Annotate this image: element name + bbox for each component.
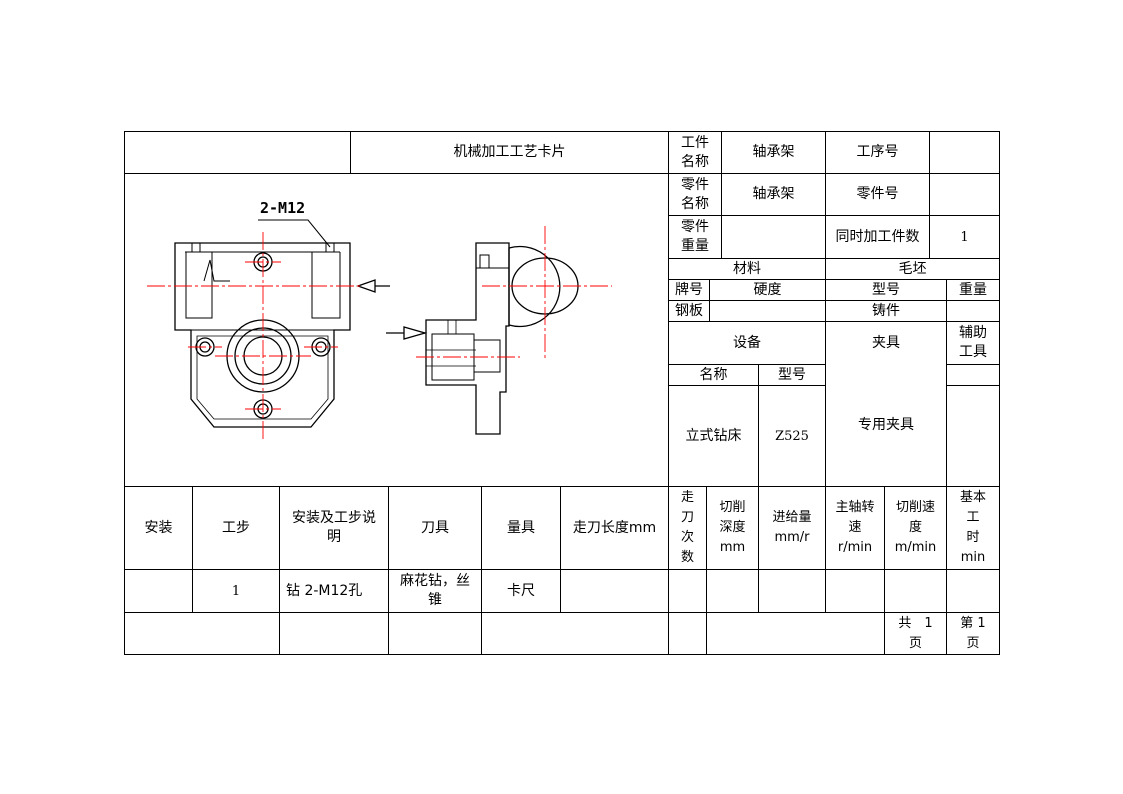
process-no-value [930, 132, 999, 173]
equipment-model-label: 型号 [778, 366, 806, 383]
col-header-spindle: 主轴转 速 r/min [835, 500, 875, 555]
equipment-model-value: Z525 [775, 428, 809, 444]
col-header-passes: 走 刀 次 数 [680, 490, 694, 565]
component-name-value: 轴承架 [752, 186, 795, 202]
component-weight-label: 零件 重量 [681, 219, 709, 254]
fixture-value: 专用夹具 [858, 417, 914, 433]
col-header-depth: 切削 深度 mm [719, 500, 746, 555]
row-cutter: 麻花钻，丝 锥 [400, 573, 470, 608]
blank-type-value: 铸件 [872, 302, 900, 319]
row-description: 钻 2-M12孔 [286, 582, 363, 599]
card-title: 机械加工工艺卡片 [453, 144, 566, 160]
hardness-label: 硬度 [753, 281, 782, 298]
material-header: 材料 [733, 260, 761, 277]
col-header-travel: 走刀长度mm [572, 519, 657, 536]
col-header-feed: 进给量 mm/r [772, 510, 812, 545]
blank-weight-value [947, 301, 999, 321]
direction-arrow-side-view [386, 326, 428, 340]
equipment-header: 设备 [733, 334, 761, 351]
col-header-speed: 切削速 度 m/min [894, 500, 937, 555]
col-header-base-time: 基本 工 时 min [959, 490, 986, 565]
col-header-description: 安装及工步说 明 [292, 510, 376, 545]
fixture-header: 夹具 [872, 334, 900, 351]
blank-type-label: 型号 [872, 281, 900, 298]
part-name-value: 轴承架 [752, 144, 795, 160]
direction-arrow-right-view [356, 279, 390, 293]
simultaneous-label: 同时加工件数 [835, 228, 920, 245]
hardness-value [710, 301, 825, 321]
part-drawing: 2-M12 [147, 199, 612, 440]
page-number: 第 1 页 [960, 615, 986, 651]
thread-callout: 2-M12 [260, 199, 305, 217]
row-setup [125, 570, 192, 612]
component-name-label: 零件 名称 [681, 176, 709, 212]
aux-tool-value [947, 386, 999, 486]
grade-value: 钢板 [675, 302, 703, 319]
row-step: 1 [231, 583, 241, 599]
process-no-label: 工序号 [856, 144, 899, 160]
blank-header: 毛坯 [898, 260, 927, 277]
row-gauge: 卡尺 [507, 582, 535, 599]
total-pages: 共 1 页 [898, 615, 933, 651]
component-no-value [930, 174, 999, 215]
callout-leader [258, 219, 331, 248]
simultaneous-value: 1 [960, 229, 969, 245]
front-view [174, 242, 351, 428]
blank-weight-label: 重量 [959, 281, 987, 298]
side-view [425, 242, 579, 435]
component-weight-value [722, 216, 825, 258]
col-header-setup: 安装 [144, 519, 173, 536]
grade-label: 牌号 [675, 281, 703, 298]
aux-tool-header: 辅助 工具 [959, 325, 987, 360]
equipment-name-label: 名称 [699, 366, 728, 383]
center-lines [147, 226, 612, 440]
col-header-gauge: 量具 [507, 519, 535, 536]
row-travel [561, 570, 668, 612]
component-no-label: 零件号 [856, 186, 899, 202]
part-name-label: 工件 名称 [681, 134, 709, 170]
col-header-step: 工步 [222, 519, 250, 536]
equipment-name-value: 立式钻床 [685, 427, 742, 444]
col-header-cutter: 刀具 [421, 519, 449, 536]
